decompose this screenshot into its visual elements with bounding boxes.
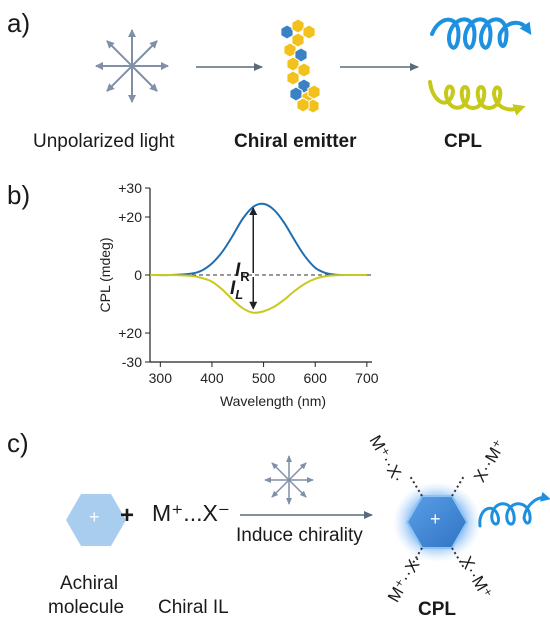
annotation-i-l-main: I <box>230 278 236 299</box>
panel-c-letter: c) <box>7 428 29 458</box>
emitter-hexagon <box>289 86 303 102</box>
y-tick-label: -30 <box>122 354 142 370</box>
achiral-molecule-hexagon <box>66 494 126 546</box>
series-line-right <box>149 202 367 277</box>
emitter-hexagon <box>280 24 294 40</box>
unpolarized-light-icon <box>95 29 169 103</box>
emitter-hexagon <box>286 56 300 72</box>
x-tick-label: 400 <box>200 370 224 386</box>
cpl-yellow-spiral-icon <box>428 80 526 116</box>
panel-a-letter: a) <box>7 8 31 38</box>
label-achiral-2: molecule <box>48 597 125 618</box>
cpl-chart: +30 +20 0 +20 -30 300 400 500 600 700 CPL (mdeg) Wa… <box>97 180 379 409</box>
x-tick-label: 500 <box>252 370 276 386</box>
emitter-hexagon <box>294 47 308 63</box>
y-axis-label: CPL (mdeg) <box>97 238 113 313</box>
y-tick-label: +20 <box>118 209 142 225</box>
y-tick-label: +30 <box>118 180 142 196</box>
emitter-hexagon <box>291 18 305 34</box>
label-cpl-a: CPL <box>444 131 482 152</box>
panel-c-graphics <box>66 455 550 569</box>
emitter-hexagon <box>297 62 311 78</box>
emitter-hexagon <box>291 32 305 48</box>
emitter-hexagon <box>283 42 297 58</box>
emitter-hexagon <box>286 70 300 86</box>
panel-a-graphics <box>95 17 532 116</box>
series-line-left <box>149 273 367 314</box>
emitter-hexagon <box>302 24 316 40</box>
cpl-small-spiral-icon <box>478 491 550 528</box>
chiral-emitter-icon <box>280 18 321 114</box>
y-tick-label: 0 <box>134 267 142 283</box>
annotation-i-r: IR <box>235 260 250 284</box>
x-axis-label: Wavelength (nm) <box>220 393 326 409</box>
intensity-arrowhead-r <box>249 206 258 215</box>
emitter-hexagon <box>307 84 321 100</box>
intensity-arrowhead-l <box>249 301 258 310</box>
x-tick-label: 700 <box>355 370 379 386</box>
emitter-hexagon <box>296 97 310 113</box>
y-tick-label: +20 <box>118 325 142 341</box>
label-chiral-il: Chiral IL <box>158 597 229 618</box>
cpl-blue-spiral-icon <box>430 17 532 50</box>
annotation-i-l-sub: L <box>235 286 244 302</box>
chiral-hex-plus: + <box>430 509 441 529</box>
label-unpolarized-light: Unpolarized light <box>33 131 175 152</box>
induce-chirality-label: Induce chirality <box>236 525 363 546</box>
label-chiral-emitter: Chiral emitter <box>234 131 357 152</box>
small-unpolarized-light-icon <box>264 455 314 505</box>
x-tick-label: 300 <box>149 370 173 386</box>
label-cpl-c: CPL <box>418 599 456 620</box>
ion-pair-formula: M⁺...X⁻ <box>152 500 230 526</box>
label-achiral-1: Achiral <box>60 573 119 594</box>
plus-sign: + <box>120 502 135 529</box>
ion-bonds <box>409 475 465 569</box>
achiral-hex-plus: + <box>89 507 100 527</box>
x-tick-label: 600 <box>304 370 328 386</box>
panel-b-letter: b) <box>7 180 31 210</box>
annotation-i-r-sub: R <box>240 268 250 284</box>
annotation-i-r-main: I <box>235 260 241 281</box>
annotation-i-l: IL <box>230 278 243 302</box>
